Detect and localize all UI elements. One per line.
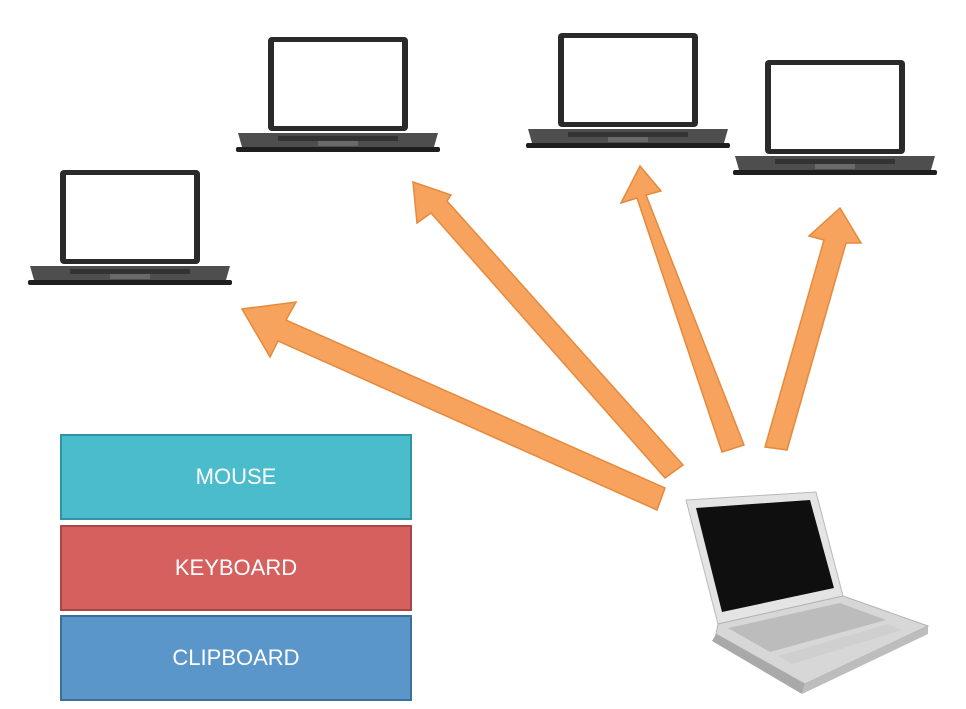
arrow-to-laptop-4 — [764, 206, 863, 451]
laptop-icon — [526, 33, 730, 148]
arrows — [240, 164, 863, 512]
keyboard-label: KEYBOARD — [174, 555, 298, 580]
source-laptop — [685, 491, 930, 694]
arrow-to-laptop-2 — [412, 180, 685, 480]
target-laptop-2 — [236, 37, 440, 152]
mouse-label: MOUSE — [195, 464, 277, 489]
laptop-icon — [733, 60, 937, 175]
laptop-icon — [28, 170, 232, 285]
laptop-icon — [685, 491, 930, 694]
keyboard-layer: KEYBOARD — [60, 525, 412, 611]
laptop-icon — [236, 37, 440, 152]
arrow-to-laptop-1 — [240, 301, 666, 512]
target-laptop-3 — [526, 33, 730, 148]
mouse-layer: MOUSE — [60, 434, 412, 520]
target-laptop-4 — [733, 60, 937, 175]
arrow-to-laptop-3 — [619, 164, 745, 453]
clipboard-label: CLIPBOARD — [172, 645, 300, 670]
clipboard-layer: CLIPBOARD — [60, 615, 412, 701]
target-laptop-1 — [28, 170, 232, 285]
